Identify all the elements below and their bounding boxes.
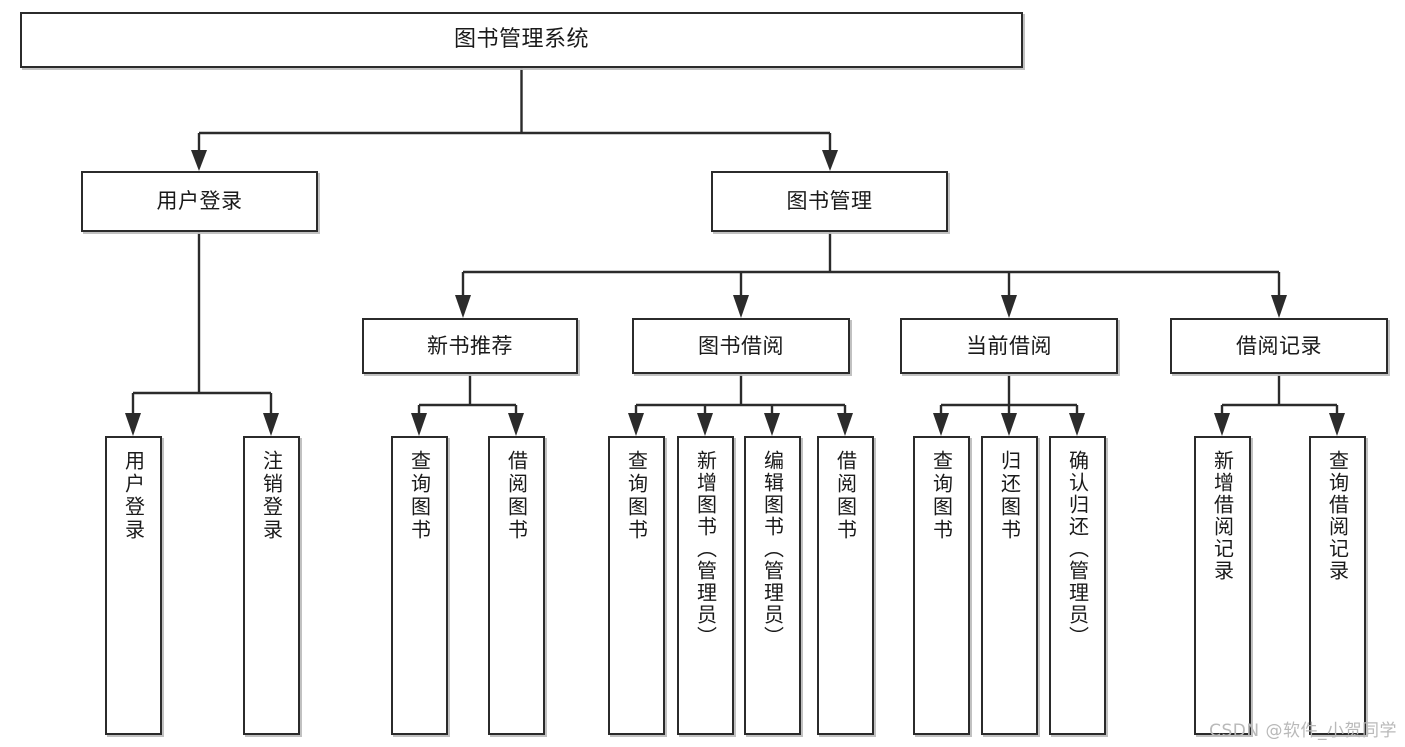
node-new-book-recommend[interactable]: 新书推荐 [362, 318, 578, 374]
leaf-confirm-return-admin[interactable]: 确认归还（管理员） [1049, 436, 1106, 735]
leaf-user-login[interactable]: 用户登录 [105, 436, 162, 735]
node-borrow-record[interactable]: 借阅记录 [1170, 318, 1388, 374]
leaf-query-borrow-record[interactable]: 查询借阅记录 [1309, 436, 1366, 735]
leaf-borrow-book[interactable]: 借阅图书 [817, 436, 874, 735]
node-user-login[interactable]: 用户登录 [81, 171, 318, 232]
leaf-borrow-book-new[interactable]: 借阅图书 [488, 436, 545, 735]
node-label: 当前借阅 [966, 333, 1052, 358]
leaf-edit-book-admin[interactable]: 编辑图书（管理员） [744, 436, 801, 735]
watermark-text: CSDN @软件_小贺同学 [1209, 721, 1397, 741]
node-current-borrow[interactable]: 当前借阅 [900, 318, 1118, 374]
leaf-label: 确认归还（管理员） [1065, 450, 1090, 648]
leaf-label: 编辑图书（管理员） [760, 450, 785, 648]
leaf-query-book-new[interactable]: 查询图书 [391, 436, 448, 735]
leaf-label: 归还图书 [997, 450, 1022, 542]
node-book-borrow[interactable]: 图书借阅 [632, 318, 850, 374]
node-label: 图书借阅 [698, 333, 784, 358]
leaf-query-book-borrow[interactable]: 查询图书 [608, 436, 665, 735]
node-book-management[interactable]: 图书管理 [711, 171, 948, 232]
leaf-add-borrow-record[interactable]: 新增借阅记录 [1194, 436, 1251, 735]
node-label: 图书管理 [786, 189, 873, 214]
leaf-add-book-admin[interactable]: 新增图书（管理员） [677, 436, 734, 735]
leaf-label: 借阅图书 [504, 450, 529, 542]
leaf-label: 新增图书（管理员） [693, 450, 718, 648]
node-root-book-management-system[interactable]: 图书管理系统 [20, 12, 1023, 68]
leaf-label: 查询图书 [929, 450, 954, 542]
leaf-label: 新增借阅记录 [1210, 450, 1235, 582]
node-label: 借阅记录 [1236, 333, 1322, 358]
leaf-label: 借阅图书 [833, 450, 858, 542]
node-label: 用户登录 [156, 189, 243, 214]
leaf-label: 查询图书 [407, 450, 432, 542]
leaf-logout[interactable]: 注销登录 [243, 436, 300, 735]
leaf-label: 查询图书 [624, 450, 649, 542]
leaf-label: 用户登录 [121, 450, 146, 542]
leaf-query-book-current[interactable]: 查询图书 [913, 436, 970, 735]
leaf-return-book[interactable]: 归还图书 [981, 436, 1038, 735]
leaf-label: 查询借阅记录 [1325, 450, 1350, 582]
leaf-label: 注销登录 [259, 450, 284, 542]
node-label: 图书管理系统 [453, 27, 589, 53]
node-label: 新书推荐 [427, 333, 513, 358]
